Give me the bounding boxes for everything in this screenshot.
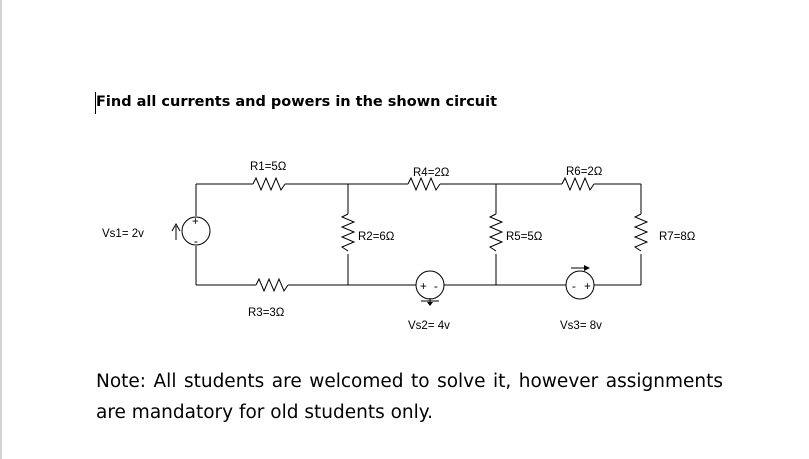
r4-label: R4=2Ω [413, 167, 450, 179]
vs1-label: Vs1= 2v [102, 228, 144, 240]
r3-resistor [255, 277, 289, 293]
note-paragraph: Note: All students are welcomed to solve… [96, 371, 723, 423]
problem-title: Find all currents and powers in the show… [96, 94, 498, 110]
r5-label: R5=5Ω [506, 231, 543, 243]
r2-label: R2=6Ω [358, 231, 395, 243]
vs3-source [565, 270, 595, 300]
vs1-plus-sign: + [192, 216, 199, 228]
r5-resistor [488, 213, 504, 252]
page-edge [0, 0, 2, 459]
r2-resistor [340, 213, 356, 252]
r3-label: R3=3Ω [248, 307, 285, 319]
vs3-plus-sign: + [584, 281, 591, 293]
r7-label: R7=8Ω [659, 231, 696, 243]
r6-resistor [561, 176, 595, 192]
r7-resistor [633, 213, 649, 252]
r6-label: R6=2Ω [566, 166, 603, 178]
r1-label: R1=5Ω [250, 161, 287, 173]
vs1-source [181, 216, 211, 246]
r1-resistor [252, 176, 286, 192]
vs2-plus-sign: + [420, 281, 427, 293]
vs3-minus-sign: - [572, 281, 576, 293]
vs2-minus-sign: - [434, 281, 438, 293]
vs2-label: Vs2= 4v [408, 320, 450, 332]
text-cursor [95, 92, 96, 114]
vs3-label: Vs3= 8v [560, 320, 602, 332]
vs1-minus-sign: - [194, 236, 198, 248]
r4-resistor [407, 176, 441, 192]
